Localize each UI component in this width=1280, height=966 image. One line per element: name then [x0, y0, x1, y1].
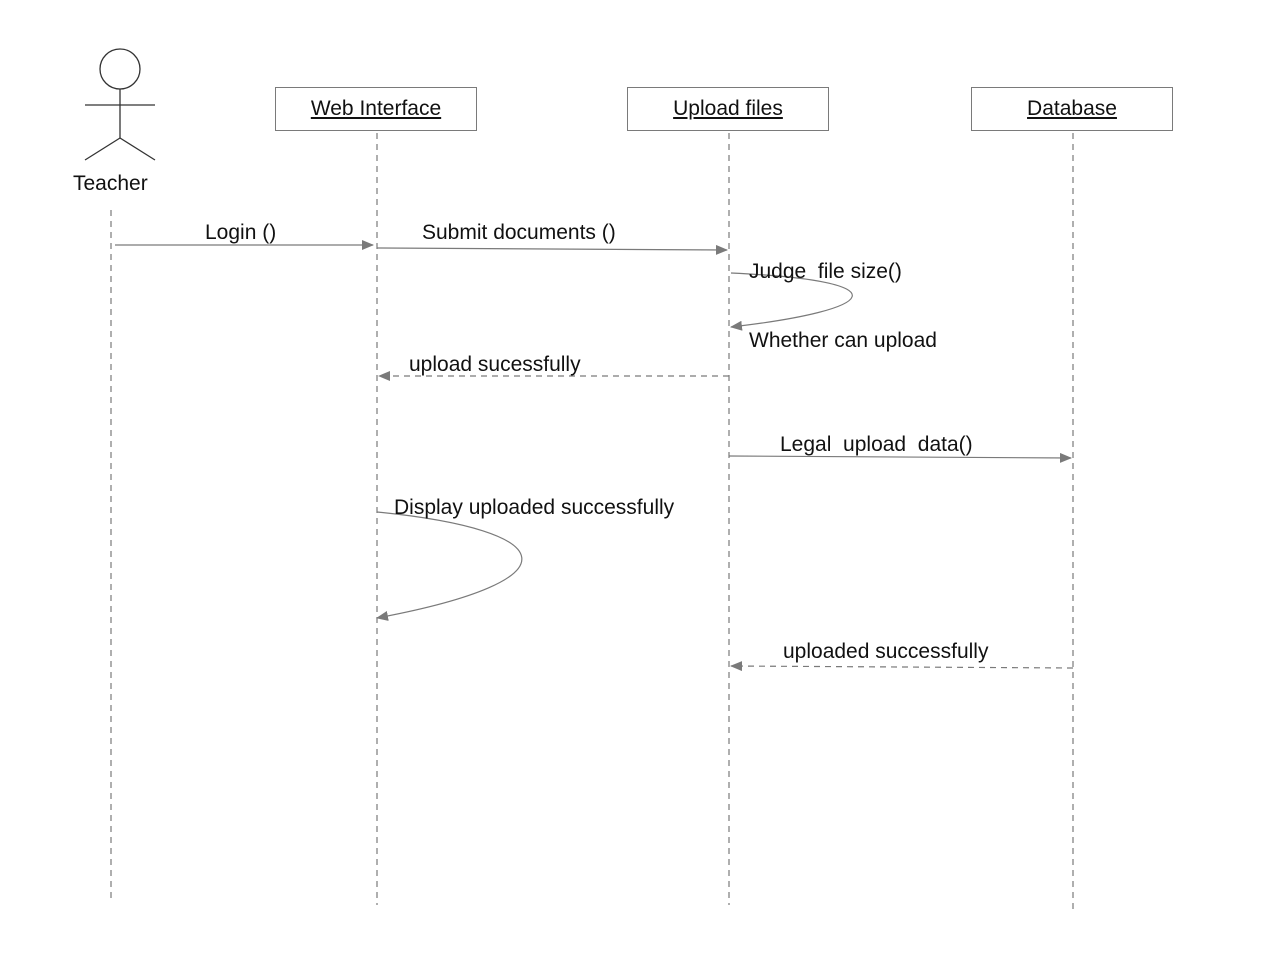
- object-web-interface: Web Interface: [275, 87, 477, 131]
- message-label-upload-sucessfully: upload sucessfully: [409, 353, 581, 376]
- message-label-judge: Judge file size(): [749, 260, 902, 283]
- object-upload-files: Upload files: [627, 87, 829, 131]
- message-label-submit: Submit documents (): [422, 221, 616, 244]
- message-label-whether: Whether can upload: [749, 329, 937, 352]
- message-label-display: Display uploaded successfully: [394, 496, 675, 519]
- return-arrow-uploaded-successfully: [730, 661, 1074, 672]
- message-label-legal-upload: Legal upload data(): [780, 433, 973, 456]
- self-message-arrow-display: [376, 511, 523, 621]
- self-message-arrow-judge: [730, 272, 853, 331]
- message-label-login: Login (): [205, 221, 277, 244]
- message-label-uploaded-successfully: uploaded successfully: [783, 640, 989, 663]
- object-database: Database: [971, 87, 1173, 131]
- message-arrow-legal-upload: [728, 452, 1072, 463]
- actor-label-teacher: Teacher: [73, 172, 148, 195]
- message-arrow-submit: [376, 244, 728, 255]
- stick-figure-icon: [84, 48, 156, 161]
